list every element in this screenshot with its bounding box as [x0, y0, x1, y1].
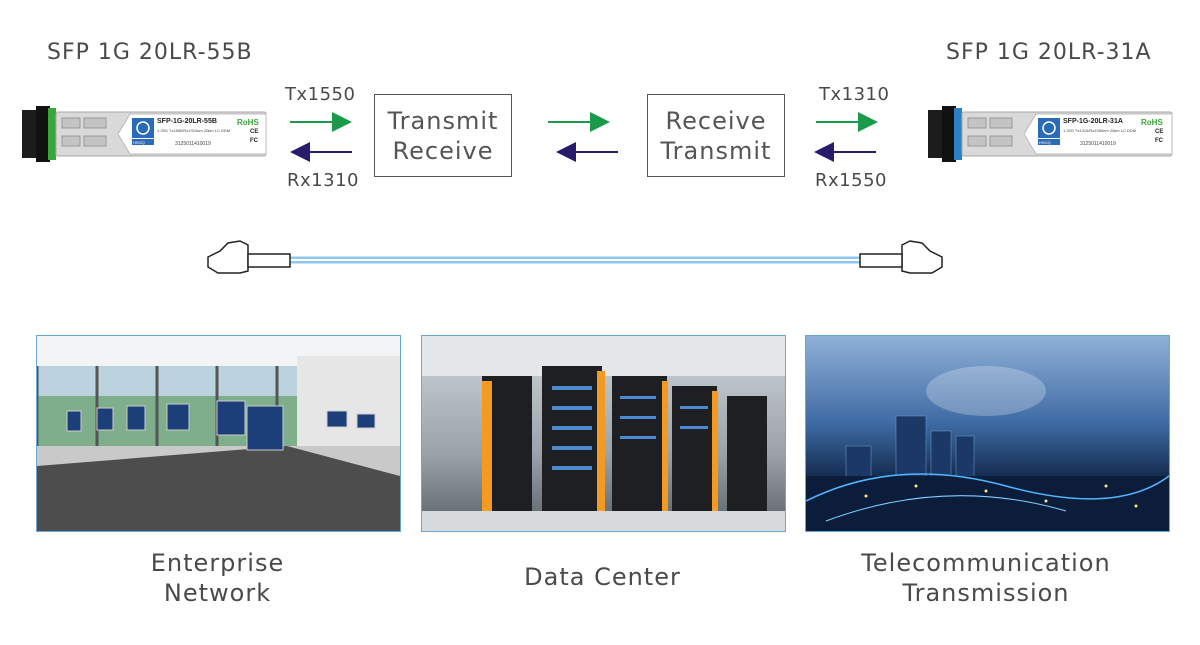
- telecom-caption-line1: Telecommunication: [861, 549, 1111, 577]
- left-module-title: SFP 1G 20LR-55B: [47, 40, 253, 65]
- right-ce: CE: [1155, 129, 1164, 135]
- telecom-caption-line2: Transmission: [902, 579, 1070, 607]
- left-tx-wavelength: Tx1550: [285, 84, 356, 105]
- right-lc-connector: [859, 240, 943, 274]
- right-brand: HSGQ: [1039, 140, 1051, 145]
- right-rx-wavelength: Rx1550: [815, 170, 887, 191]
- left-lc-connector: [207, 240, 291, 274]
- right-tx-wavelength: Tx1310: [819, 84, 890, 105]
- data-center-photo: [421, 335, 786, 532]
- left-box-line2: Receive: [392, 136, 494, 165]
- left-transceiver-box: Transmit Receive: [374, 94, 512, 177]
- fiber-patch-cable: [207, 240, 943, 274]
- enterprise-network-caption: Enterprise Network: [36, 548, 399, 608]
- left-rx-wavelength: Rx1310: [287, 170, 359, 191]
- right-box-line1: Receive: [665, 106, 767, 135]
- right-box-line2: Transmit: [660, 136, 772, 165]
- right-rohs: RoHS: [1141, 118, 1163, 127]
- enterprise-caption-line2: Network: [163, 579, 272, 607]
- left-box-line1: Transmit: [387, 106, 499, 135]
- left-spec: 1.25G Tx1550/Rx1310nm 20km LC DDM: [157, 128, 231, 133]
- right-part-number: SFP-1G-20LR-31A: [1063, 118, 1123, 125]
- data-center-caption-line1: Data Center: [524, 563, 681, 591]
- enterprise-caption-line1: Enterprise: [150, 549, 285, 577]
- right-serial: 3125011410019: [1080, 141, 1116, 147]
- left-ce: CE: [250, 129, 259, 135]
- enterprise-network-photo: [36, 335, 401, 532]
- data-center-caption: Data Center: [421, 562, 784, 592]
- left-part-number: SFP-1G-20LR-55B: [157, 118, 217, 125]
- right-transceiver-box: Receive Transmit: [647, 94, 785, 177]
- right-latch: [954, 108, 962, 160]
- right-spec: 1.25G Tx1310/Rx1550nm 20km LC DDM: [1063, 128, 1137, 133]
- right-module-title: SFP 1G 20LR-31A: [946, 40, 1152, 65]
- right-fc: FC: [1155, 138, 1163, 144]
- left-fc: FC: [250, 138, 258, 144]
- signal-arrows: [290, 112, 878, 162]
- telecommunication-caption: Telecommunication Transmission: [796, 548, 1176, 608]
- left-brand: HSGQ: [133, 140, 145, 145]
- left-rohs: RoHS: [237, 118, 259, 127]
- telecommunication-photo: [805, 335, 1170, 532]
- left-latch: [48, 108, 56, 160]
- left-sfp-module: [22, 106, 267, 162]
- left-serial: 3125011410019: [175, 141, 211, 147]
- right-sfp-module: [928, 106, 1173, 162]
